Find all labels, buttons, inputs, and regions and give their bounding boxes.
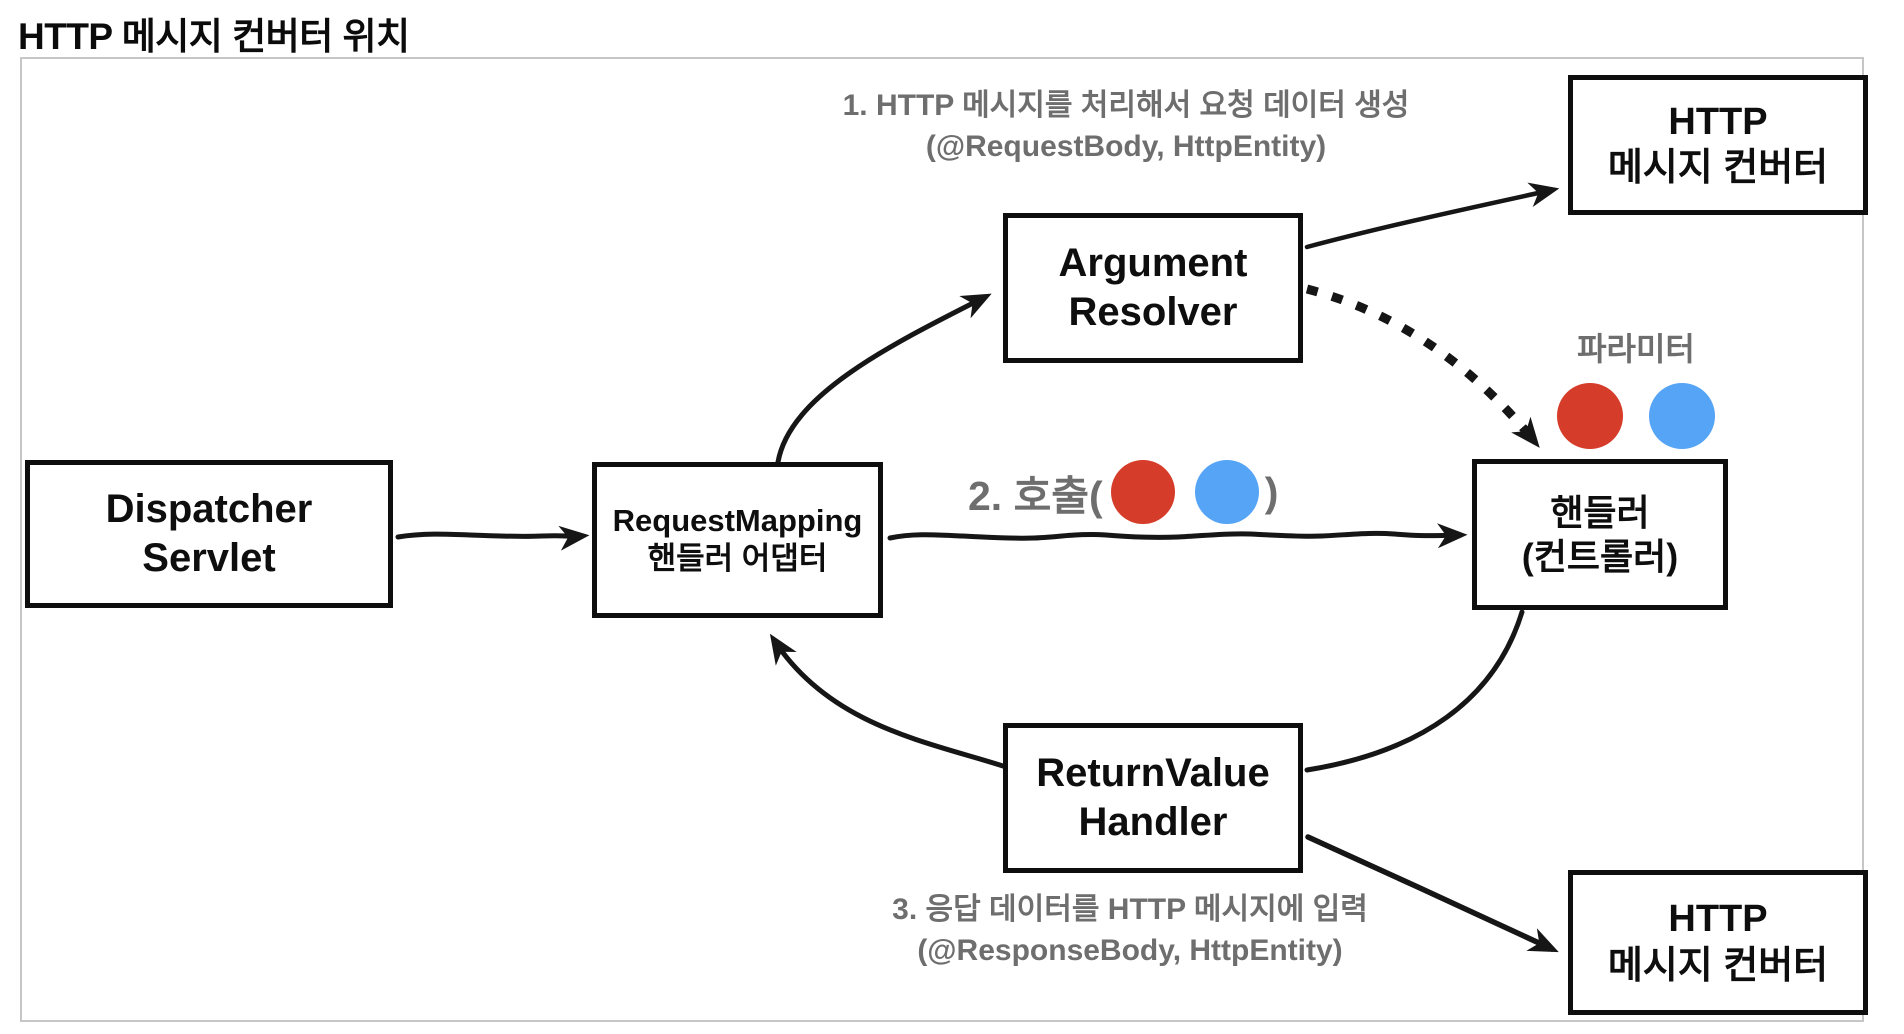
box-argres-line1: Argument [1058, 241, 1248, 286]
box-dispatcher-line1: Dispatcher [105, 487, 313, 532]
annotation-step2-prefix: 2. 호출( [968, 473, 1103, 519]
box-conv-top-line2: 메시지 컨버터 [1607, 147, 1829, 189]
box-adapter-line1: RequestMapping [612, 503, 863, 539]
box-conv-bottom-line1: HTTP [1668, 898, 1768, 941]
annotation-step3-line1: 3. 응답 데이터를 HTTP 메시지에 입력 [892, 893, 1368, 926]
blue-parameter-dot-icon [1649, 383, 1715, 449]
page-title: HTTP 메시지 컨버터 위치 [18, 16, 410, 57]
box-dispatcher-line2: Servlet [142, 536, 276, 580]
box-http-message-converter-bottom: HTTP 메시지 컨버터 [1568, 870, 1868, 1015]
annotation-parameter-label: 파라미터 [1577, 331, 1695, 367]
box-retval-line1: ReturnValue [1036, 751, 1270, 796]
box-handler-line1: 핸들러 [1550, 491, 1650, 533]
red-parameter-dot-icon [1557, 383, 1623, 449]
box-requestmapping-handler-adapter: RequestMapping 핸들러 어댑터 [592, 462, 883, 618]
box-conv-top-line1: HTTP [1668, 100, 1768, 143]
annotation-step1-line1: 1. HTTP 메시지를 처리해서 요청 데이터 생성 [842, 89, 1410, 122]
blue-parameter-dot-icon [1194, 460, 1259, 524]
box-handler-controller: 핸들러 (컨트롤러) [1472, 459, 1728, 610]
red-parameter-dot-icon [1110, 460, 1175, 524]
box-handler-line2: (컨트롤러) [1521, 535, 1679, 577]
annotation-step1: 1. HTTP 메시지를 처리해서 요청 데이터 생성 (@RequestBod… [770, 86, 1482, 167]
box-argument-resolver: Argument Resolver [1003, 213, 1303, 363]
annotation-step2-suffix: ) [1264, 468, 1279, 515]
box-http-message-converter-top: HTTP 메시지 컨버터 [1568, 75, 1868, 215]
box-returnvalue-handler: ReturnValue Handler [1003, 723, 1303, 873]
box-adapter-line2: 핸들러 어댑터 [647, 541, 828, 576]
box-dispatcher-servlet: Dispatcher Servlet [25, 460, 393, 608]
box-conv-bottom-line2: 메시지 컨버터 [1607, 944, 1829, 987]
box-argres-line2: Resolver [1068, 290, 1238, 334]
box-retval-line2: Handler [1078, 800, 1228, 844]
annotation-step3-line2: (@ResponseBody, HttpEntity) [917, 933, 1343, 967]
annotation-step2-call: 2. 호출( ) [968, 460, 1278, 524]
annotation-step1-line2: (@RequestBody, HttpEntity) [925, 129, 1327, 163]
annotation-step3: 3. 응답 데이터를 HTTP 메시지에 입력 (@ResponseBody, … [800, 890, 1460, 971]
